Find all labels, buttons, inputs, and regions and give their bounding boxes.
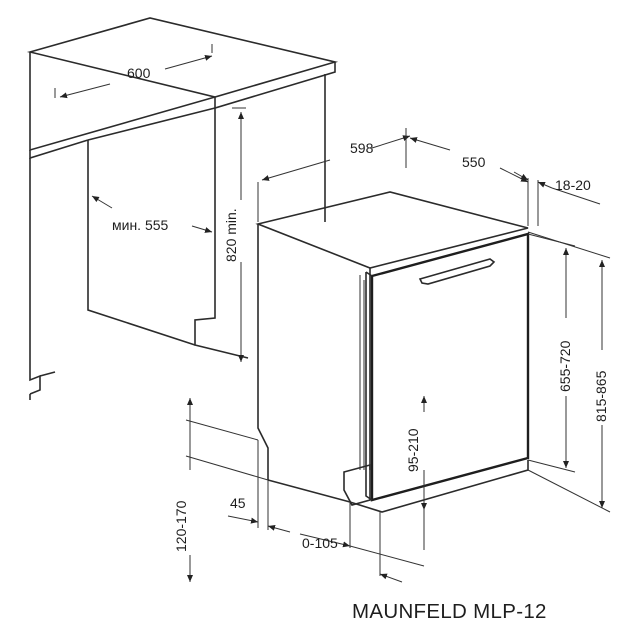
model-name: MAUNFELD MLP-12	[352, 600, 547, 623]
dishwasher-door	[359, 232, 530, 502]
label-niche-height: 820 min.	[223, 208, 239, 262]
dim-600	[54, 44, 213, 99]
label-niche-depth: мин. 555	[112, 217, 169, 233]
label-appliance-depth: 550	[462, 154, 486, 170]
dishwasher-body	[255, 191, 529, 503]
label-door-gap: 18-20	[555, 177, 591, 193]
plinth	[343, 460, 529, 513]
dim-655-720	[527, 233, 576, 473]
dim-815-865	[527, 231, 611, 513]
label-door-overhang: 0-105	[302, 535, 338, 551]
door-handle	[418, 258, 496, 285]
label-appliance-width: 598	[350, 140, 374, 156]
label-plinth-height: 120-170	[173, 500, 189, 552]
dim-18-20	[513, 171, 601, 226]
dim-0-105	[299, 502, 425, 583]
dim-45	[227, 440, 291, 533]
label-plinth-offset: 95-210	[405, 428, 421, 472]
dim-820	[232, 107, 246, 362]
label-plinth-recess: 45	[230, 495, 246, 511]
label-door-height: 655-720	[557, 340, 573, 392]
dim-555	[91, 195, 213, 233]
kitchen-cabinet	[26, 17, 339, 400]
dim-598	[257, 128, 411, 222]
label-cabinet-width: 600	[127, 65, 151, 81]
dim-120-170	[185, 398, 269, 582]
label-appliance-height: 815-865	[593, 370, 609, 422]
